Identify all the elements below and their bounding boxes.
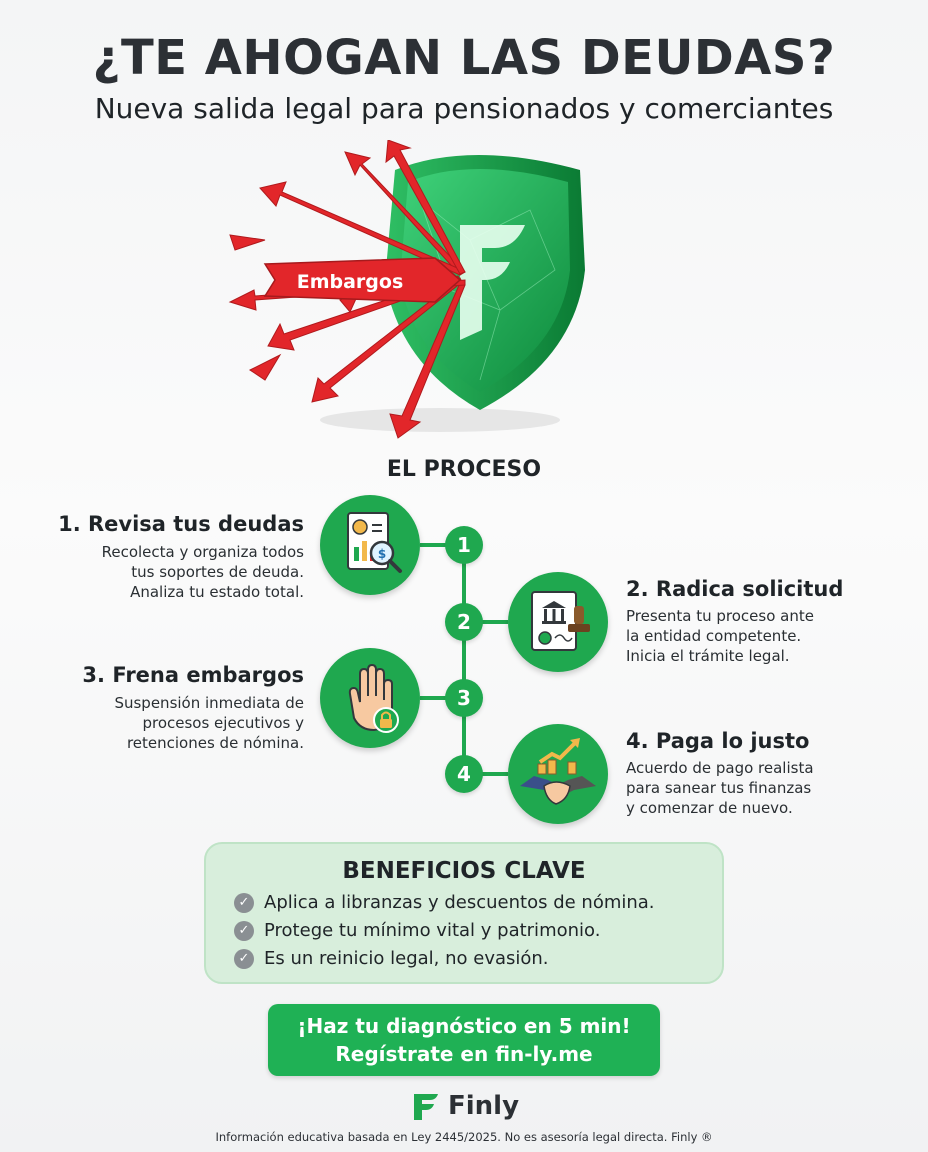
document-search-icon: $ <box>320 495 420 595</box>
hero-illustration: Embargos <box>228 140 585 439</box>
step-4-description: Acuerdo de pago realista para sanear tus… <box>626 759 814 817</box>
step-2-title: 2. Radica solicitud <box>626 577 844 601</box>
benefit-item: ✓ Protege tu mínimo vital y patrimonio. <box>234 920 600 941</box>
step-4-number: 4 <box>445 755 483 793</box>
handshake-coins-icon <box>508 724 608 824</box>
page-subtitle: Nueva salida legal para pensionados y co… <box>94 92 834 125</box>
step-2-number: 2 <box>445 603 483 641</box>
check-icon: ✓ <box>234 892 254 913</box>
cta-line-2: Regístrate en fin-ly.me <box>335 1042 593 1066</box>
check-icon: ✓ <box>234 920 254 941</box>
embargos-arrow: Embargos <box>263 257 462 303</box>
benefit-item: ✓ Aplica a libranzas y descuentos de nóm… <box>234 892 655 913</box>
check-icon: ✓ <box>234 948 254 969</box>
step-2-description: Presenta tu proceso ante la entidad comp… <box>626 607 814 665</box>
svg-text:$: $ <box>378 547 386 561</box>
benefits-box: BENEFICIOS CLAVE ✓ Aplica a libranzas y … <box>204 842 724 984</box>
page-title: ¿TE AHOGAN LAS DEUDAS? <box>92 30 836 86</box>
embargos-label: Embargos <box>297 271 404 293</box>
step-3-description: Suspensión inmediata de procesos ejecuti… <box>114 694 304 752</box>
cta-button[interactable]: ¡Haz tu diagnóstico en 5 min! Regístrate… <box>268 1004 660 1076</box>
benefit-item: ✓ Es un reinicio legal, no evasión. <box>234 948 549 969</box>
process-title: EL PROCESO <box>386 457 542 482</box>
step-1-description: Recolecta y organiza todos tus soportes … <box>101 543 304 601</box>
stop-hand-lock-icon <box>320 648 420 748</box>
step-3-number: 3 <box>445 679 483 717</box>
benefits-title: BENEFICIOS CLAVE <box>342 858 586 884</box>
brand-name: Finly <box>448 1091 520 1121</box>
step-1-number: 1 <box>445 526 483 564</box>
step-4-title: 4. Paga lo justo <box>626 729 810 753</box>
finly-logo-icon <box>414 1094 438 1120</box>
stamp-document-icon <box>508 572 608 672</box>
step-3-title: 3. Frena embargos <box>82 663 304 687</box>
cta-line-1: ¡Haz tu diagnóstico en 5 min! <box>297 1014 631 1038</box>
step-1-title: 1. Revisa tus deudas <box>58 512 304 536</box>
footer-disclaimer: Información educativa basada en Ley 2445… <box>215 1130 713 1144</box>
brand-logo: Finly <box>410 1088 519 1124</box>
